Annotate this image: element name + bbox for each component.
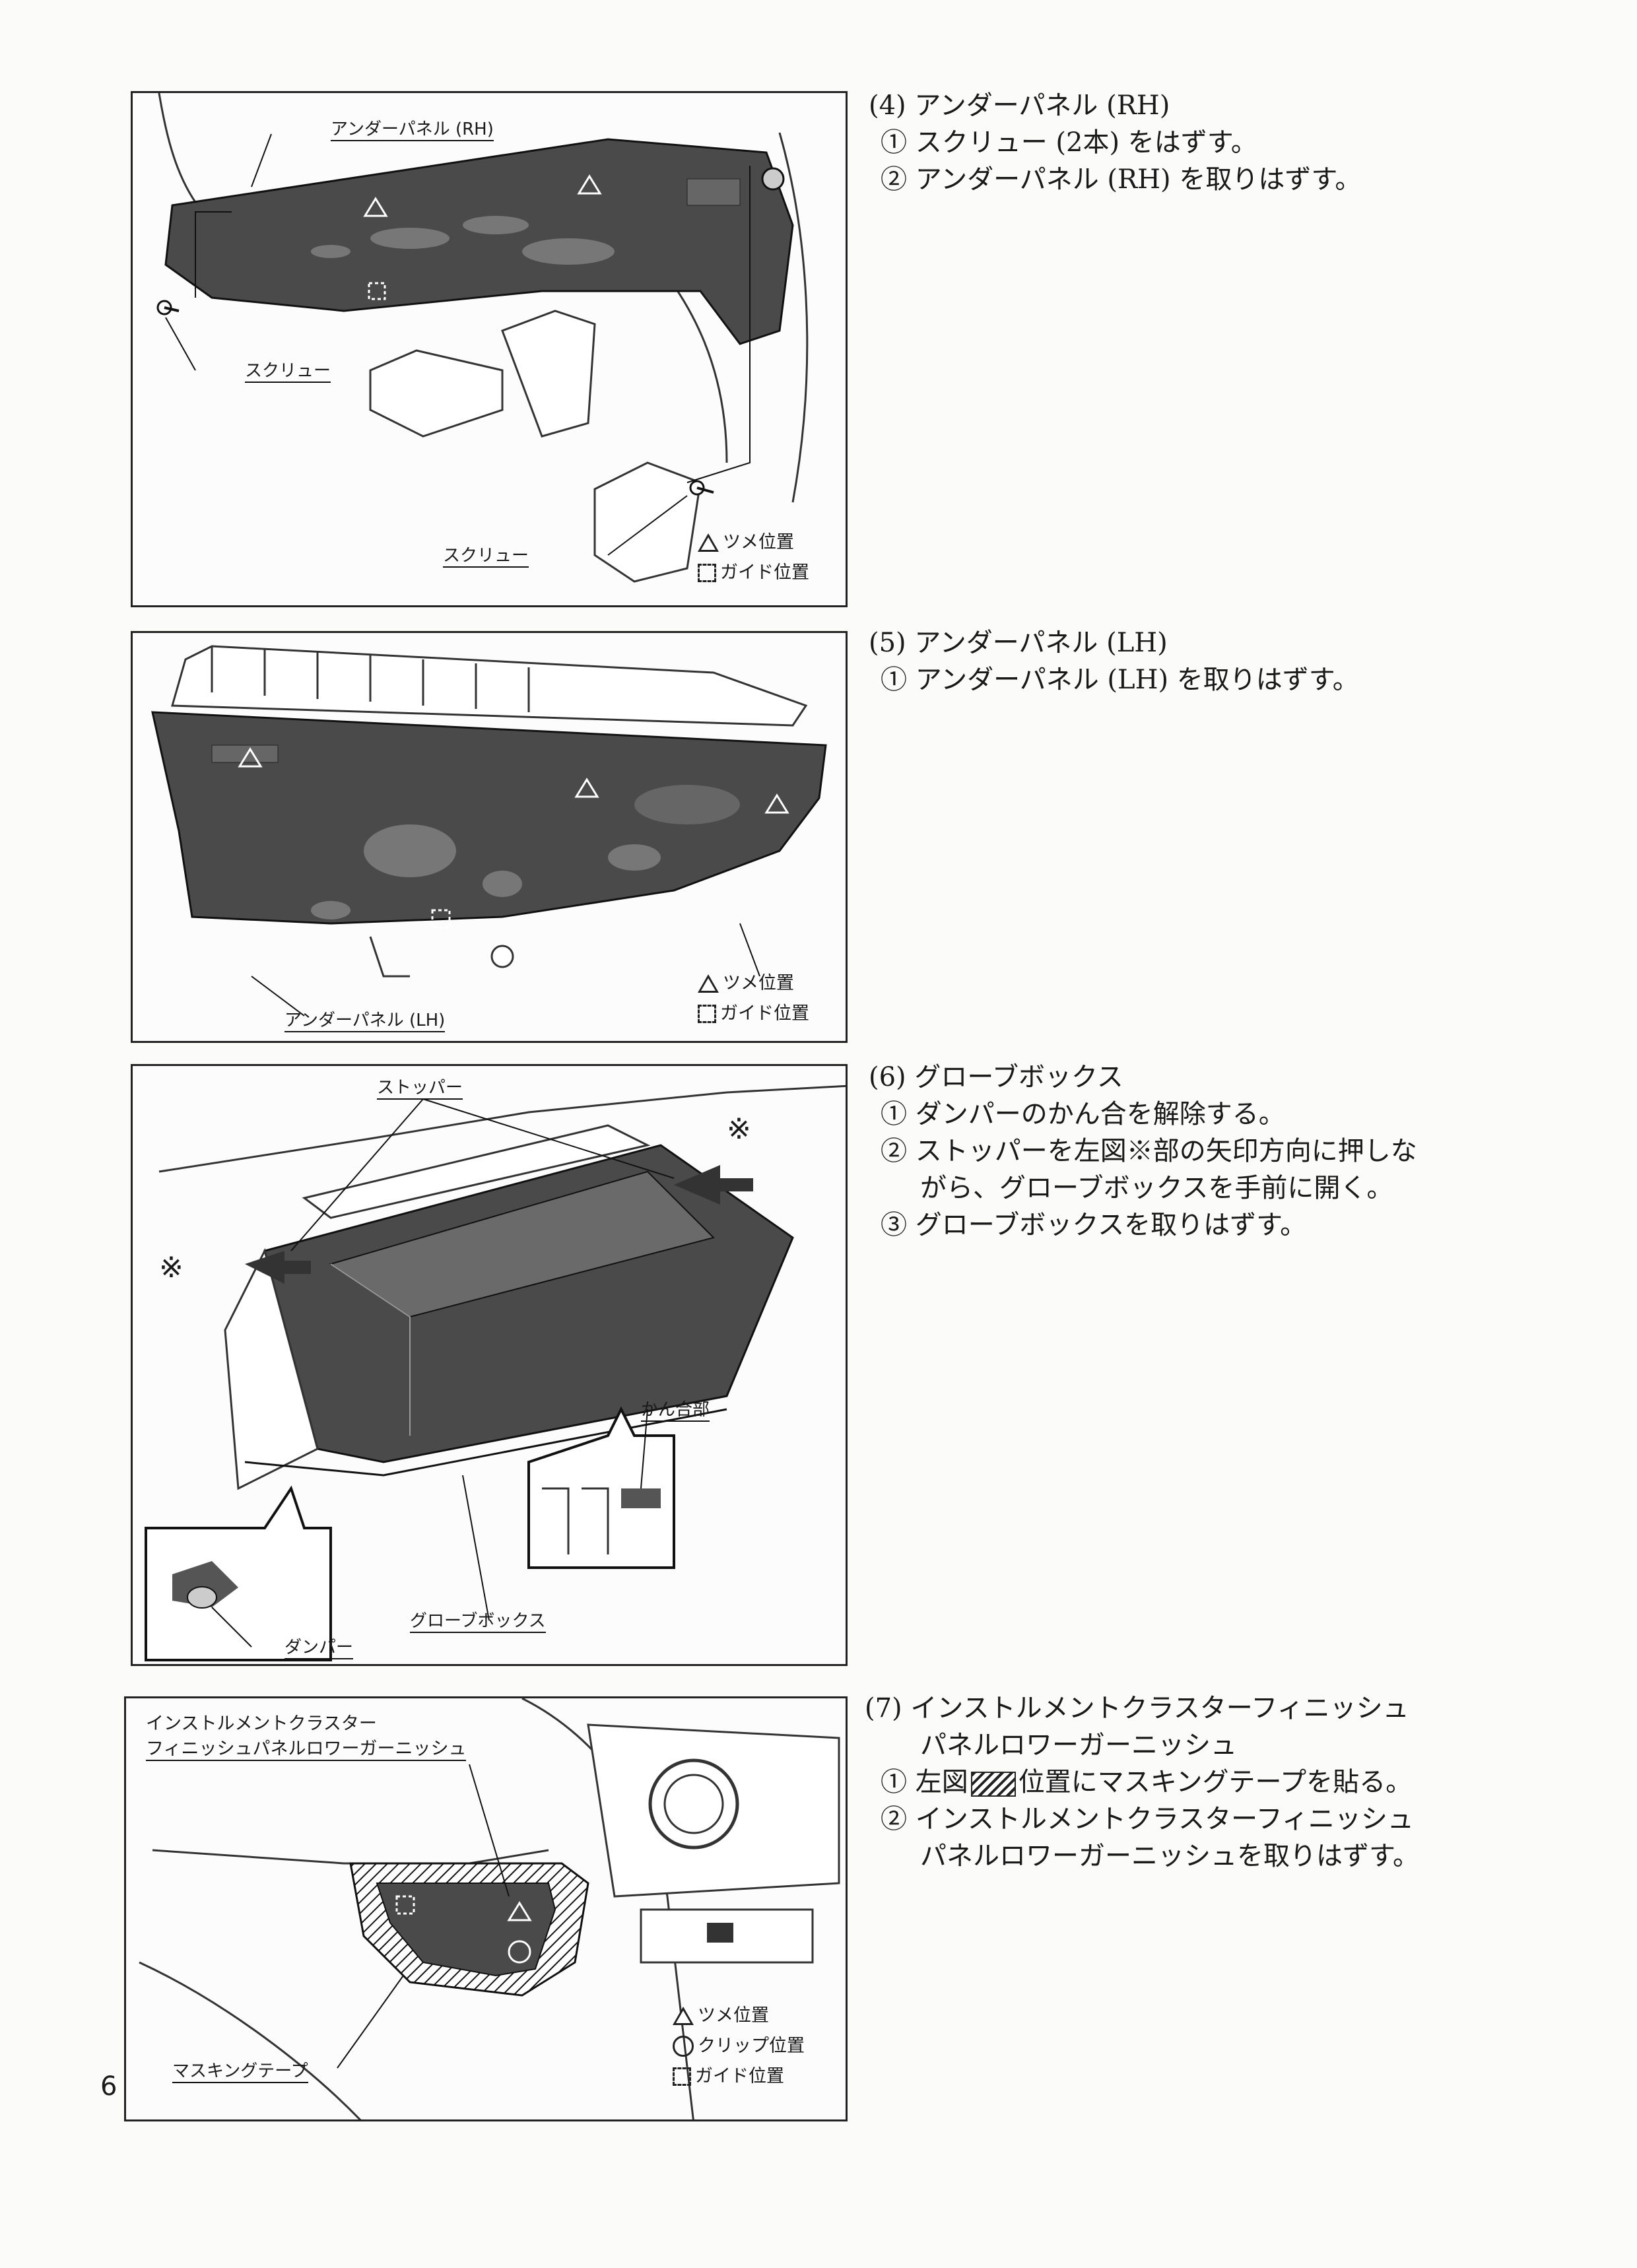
- step-4-title: (4) アンダーパネル (RH): [869, 90, 1170, 121]
- step-7-title-2: パネルロワーガーニッシュ: [920, 1730, 1237, 1760]
- figure-cluster-garnish: インストルメントクラスター フィニッシュパネルロワーガーニッシュ マスキングテー…: [124, 1696, 848, 2121]
- illustration-cluster-garnish: [139, 1698, 840, 2119]
- page-number: 6: [100, 2071, 117, 2102]
- step-7-item-2: ② インストルメントクラスターフィニッシュ: [881, 1804, 1414, 1834]
- figure-glove-box: ストッパー ※ ※ かん合部 グローブボックス ダンパー: [131, 1064, 848, 1666]
- label-screw-bottom: スクリュー: [443, 542, 529, 568]
- guide-square-icon: [698, 1005, 716, 1023]
- step-6-item-3: ③ グローブボックスを取りはずす。: [881, 1210, 1307, 1240]
- step-4-item-2: ② アンダーパネル (RH) を取りはずす。: [881, 164, 1362, 195]
- label-damper: ダンパー: [284, 1634, 354, 1659]
- legend-f4: ツメ位置 クリップ位置 ガイド位置: [673, 2001, 805, 2092]
- label-glove-box: グローブボックス: [410, 1607, 546, 1633]
- step-7-item-1: ① 左図位置にマスキングテープを貼る。: [881, 1767, 1413, 1797]
- legend-f1: ツメ位置 ガイド位置: [698, 527, 809, 588]
- guide-square-icon: [698, 564, 716, 582]
- illustration-under-panel-rh: [156, 93, 809, 583]
- step-5-item-1: ① アンダーパネル (LH) を取りはずす。: [881, 665, 1359, 695]
- illustration-under-panel-lh: [151, 645, 827, 1017]
- step-6-item-2-cont: がら、グローブボックスを手前に開く。: [920, 1173, 1393, 1203]
- guide-square-icon: [673, 2067, 691, 2086]
- claw-triangle-icon: [698, 533, 719, 552]
- step-7-title-1: (7) インストルメントクラスターフィニッシュ: [865, 1693, 1409, 1723]
- step-7-item-2-cont: パネルロワーガーニッシュを取りはずす。: [920, 1841, 1419, 1871]
- legend-f2: ツメ位置 ガイド位置: [698, 968, 809, 1029]
- label-mark-left: ※: [159, 1251, 184, 1284]
- illustration-glove-box: [145, 1084, 846, 1661]
- label-masking-tape: マスキングテープ: [172, 2057, 308, 2083]
- step-6-item-1: ① ダンパーのかん合を解除する。: [881, 1099, 1285, 1129]
- label-stopper: ストッパー: [377, 1074, 463, 1100]
- label-under-panel-lh: アンダーパネル (LH): [284, 1007, 446, 1032]
- label-under-panel-rh: アンダーパネル (RH): [331, 116, 494, 141]
- figure-under-panel-lh: アンダーパネル (LH) ツメ位置 ガイド位置: [131, 631, 848, 1043]
- label-mark-right: ※: [727, 1112, 751, 1146]
- figure-under-panel-rh: アンダーパネル (RH) スクリュー スクリュー ツメ位置 ガイド位置: [131, 91, 848, 607]
- label-garnish-line1: インストルメントクラスター: [146, 1714, 377, 1734]
- step-6-title: (6) グローブボックス: [869, 1062, 1123, 1092]
- step-6-item-2: ② ストッパーを左図※部の矢印方向に押しな: [881, 1136, 1417, 1166]
- step-5-title: (5) アンダーパネル (LH): [869, 628, 1168, 658]
- claw-triangle-icon: [698, 974, 719, 993]
- claw-triangle-icon: [673, 2007, 694, 2025]
- label-garnish-line2: フィニッシュパネルロワーガーニッシュ: [146, 1734, 467, 1761]
- clip-circle-icon: [673, 2036, 694, 2057]
- step-4-item-1: ① スクリュー (2本) をはずす。: [881, 127, 1257, 158]
- label-engage-part: かん合部: [641, 1396, 710, 1422]
- label-screw-left: スクリュー: [245, 357, 331, 383]
- hatch-pattern-icon: [970, 1772, 1016, 1797]
